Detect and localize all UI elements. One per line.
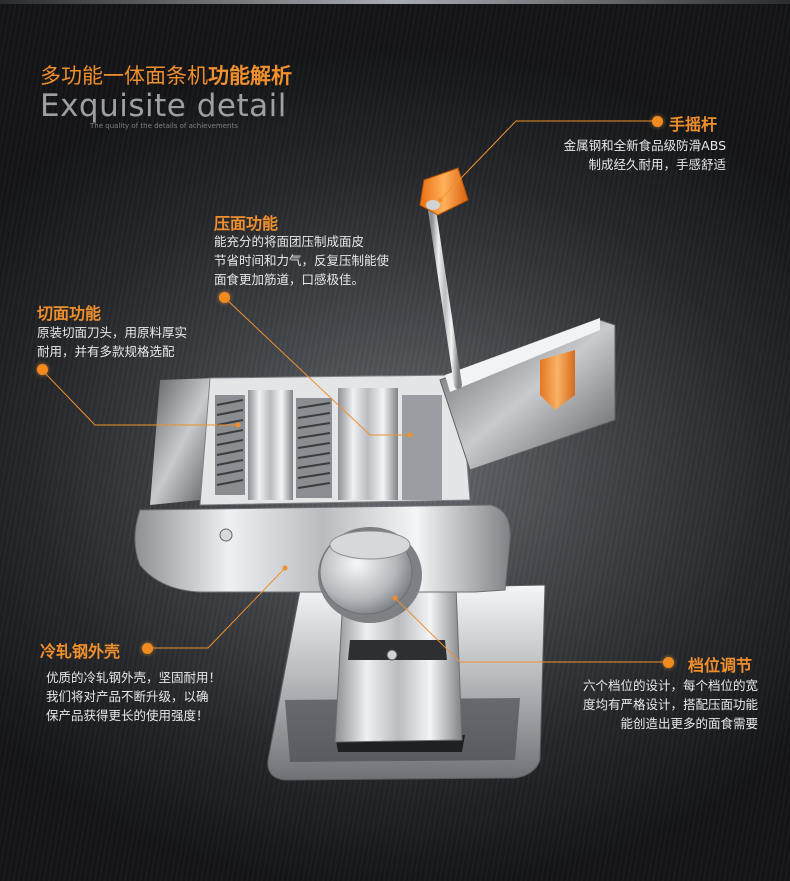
gear-line-1: 六个档位的设计，每个档位的宽 <box>582 678 758 693</box>
page-tagline: The quality of the details of achievemen… <box>90 122 238 130</box>
crank-description: 金属钢和全新食品级防滑ABS 制成经久耐用，手感舒适 <box>564 136 726 174</box>
callout-endpoints <box>235 197 443 601</box>
crank-line-1: 金属钢和全新食品级防滑ABS <box>563 138 726 153</box>
cut-description: 原装切面刀头，用原料厚实 耐用，并有多款规格选配 <box>37 323 187 361</box>
gear-callout-dot <box>663 657 674 668</box>
top-divider <box>0 0 790 4</box>
cut-line-2: 耐用，并有多款规格选配 <box>37 344 175 359</box>
cut-callout-dot <box>37 364 48 375</box>
crank-callout-dot <box>652 116 663 127</box>
callout-line-crank <box>439 120 658 201</box>
gear-line-3: 能创造出更多的面食需要 <box>620 716 758 731</box>
callout-line-press <box>224 297 410 436</box>
press-line-1: 能充分的将面团压制成面皮 <box>214 234 365 249</box>
callout-line-gear <box>394 597 668 663</box>
cut-line-1: 原装切面刀头，用原料厚实 <box>37 325 188 340</box>
shell-title: 冷轧钢外壳 <box>40 642 121 661</box>
page-subtitle: Exquisite detail <box>40 88 287 124</box>
press-description: 能充分的将面团压制成面皮 节省时间和力气，反复压制能使 面食更加筋道，口感极佳。 <box>214 232 389 289</box>
press-title: 压面功能 <box>214 214 279 233</box>
shell-description: 优质的冷轧钢外壳，坚固耐用！ 我们将对产品不断升级，以确 保产品获得更长的使用强… <box>46 668 221 725</box>
adjustment-knob <box>318 527 422 623</box>
shell-callout-dot <box>142 643 153 654</box>
cutter-rollers <box>215 388 442 500</box>
callout-line-cut <box>41 369 238 426</box>
shell-line-1: 优质的冷轧钢外壳，坚固耐用！ <box>46 670 222 685</box>
callout-lines <box>41 120 668 663</box>
cut-title: 切面功能 <box>37 304 102 323</box>
crank-line-2: 制成经久耐用，手感舒适 <box>588 157 726 172</box>
crank-handle <box>419 167 575 410</box>
press-line-2: 节省时间和力气，反复压制能使 <box>214 253 390 268</box>
gear-description: 六个档位的设计，每个档位的宽 度均有严格设计，搭配压面功能 能创造出更多的面食需… <box>583 676 758 733</box>
shell-line-3: 保产品获得更长的使用强度！ <box>46 708 209 723</box>
gear-line-2: 度均有严格设计，搭配压面功能 <box>582 697 758 712</box>
crank-title: 手摇杆 <box>669 115 718 134</box>
callout-line-shell <box>148 567 286 649</box>
title-bold: 功能解析 <box>208 64 292 88</box>
shell-line-2: 我们将对产品不断升级，以确 <box>46 689 209 704</box>
dough-tray <box>439 318 616 471</box>
press-callout-dot <box>219 292 230 303</box>
press-line-3: 面食更加筋道，口感极佳。 <box>214 272 365 287</box>
gear-title: 档位调节 <box>688 656 753 675</box>
page-title: 多功能一体面条机功能解析 <box>40 60 292 90</box>
title-normal: 多功能一体面条机 <box>40 64 208 88</box>
